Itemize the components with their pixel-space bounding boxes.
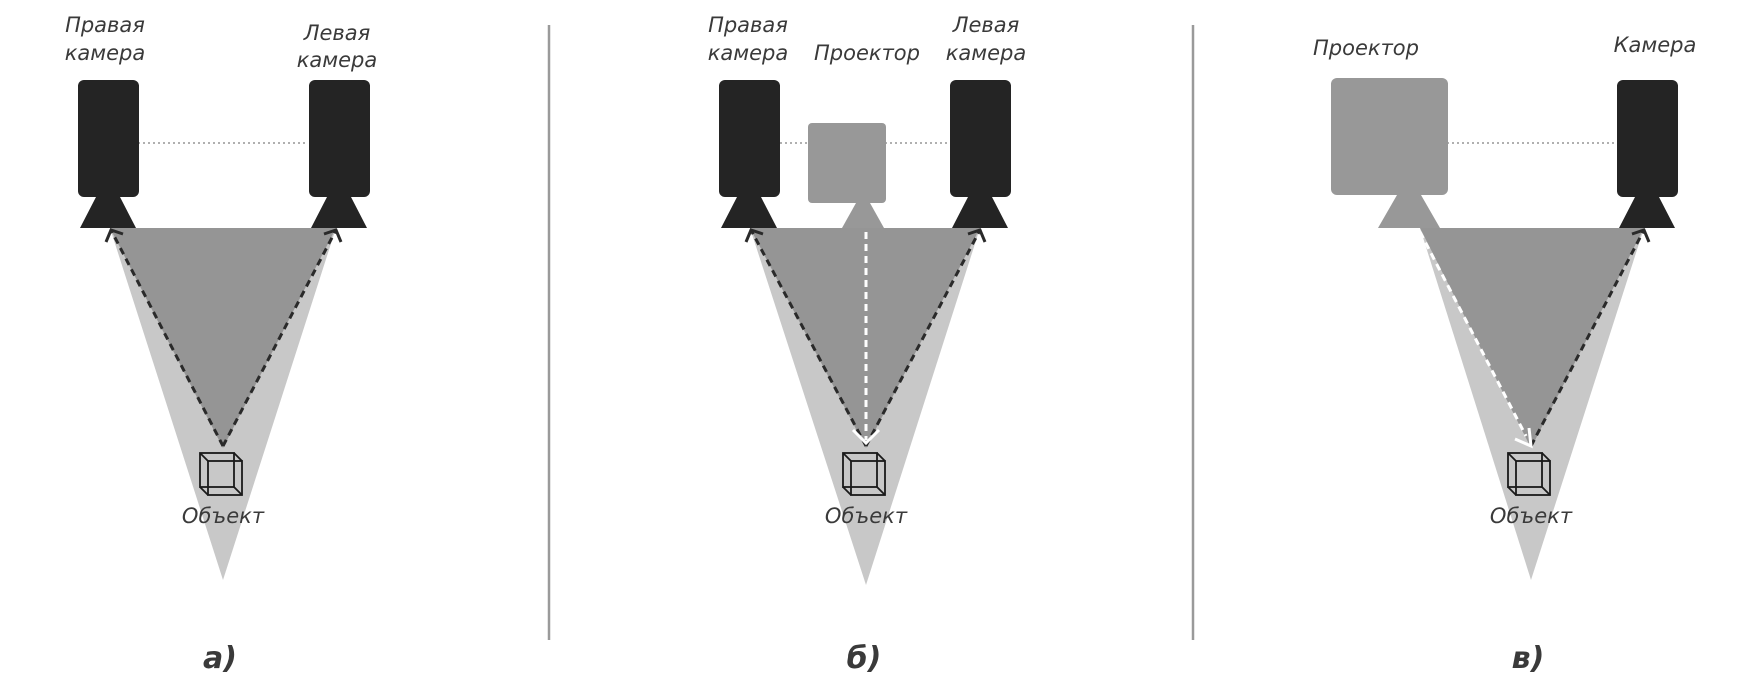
- arrowhead-icon: [323, 228, 343, 243]
- panel-a: Правая камера Левая камера Объект а): [65, 13, 378, 676]
- projector: [808, 123, 886, 228]
- ray-to-right-camera: [749, 229, 868, 447]
- projector-label: Проектор: [814, 41, 920, 65]
- right-camera: [719, 80, 780, 228]
- camera: [1617, 80, 1678, 228]
- ray-to-camera: [1529, 229, 1646, 447]
- ray-to-left-camera: [221, 229, 338, 447]
- arrowhead-icon: [1514, 427, 1533, 449]
- field-of-view-overlap: [1420, 228, 1644, 448]
- projector: [1331, 78, 1448, 228]
- camera-label: Камера: [1614, 33, 1697, 57]
- ray-to-right-camera: [109, 229, 225, 447]
- field-of-view-overlap: [750, 228, 980, 448]
- arrowhead-icon: [744, 228, 764, 243]
- panel-caption: в): [1512, 641, 1545, 676]
- panel-caption: б): [847, 641, 882, 676]
- left-camera: [309, 80, 370, 228]
- left-camera-label-line2: камера: [297, 48, 378, 72]
- field-of-view-overlap: [110, 228, 336, 448]
- left-camera-label-line2: камера: [946, 41, 1027, 65]
- right-camera: [78, 80, 139, 228]
- object-label: Объект: [182, 504, 265, 528]
- left-camera: [950, 80, 1011, 228]
- arrowhead-icon: [851, 428, 881, 446]
- right-camera-label: Правая: [708, 13, 788, 37]
- projector-ray: [1418, 231, 1528, 437]
- panel-caption: а): [203, 641, 237, 676]
- arrowhead-icon: [104, 228, 124, 243]
- left-camera-label: Левая: [303, 21, 371, 45]
- projector-label: Проектор: [1313, 36, 1419, 60]
- left-camera-label: Левая: [952, 13, 1020, 37]
- panel-b: Правая камера Проектор Левая камера Объе…: [708, 13, 1027, 676]
- right-camera-label: Правая: [65, 13, 145, 37]
- object-label: Объект: [825, 504, 908, 528]
- ray-to-left-camera: [864, 229, 982, 447]
- right-camera-label-line2: камера: [65, 41, 146, 65]
- arrowhead-icon: [1631, 228, 1651, 243]
- arrowhead-icon: [967, 228, 987, 243]
- object-label: Объект: [1490, 504, 1573, 528]
- panel-c: Проектор Камера Объект в): [1313, 33, 1696, 676]
- right-camera-label-line2: камера: [708, 41, 789, 65]
